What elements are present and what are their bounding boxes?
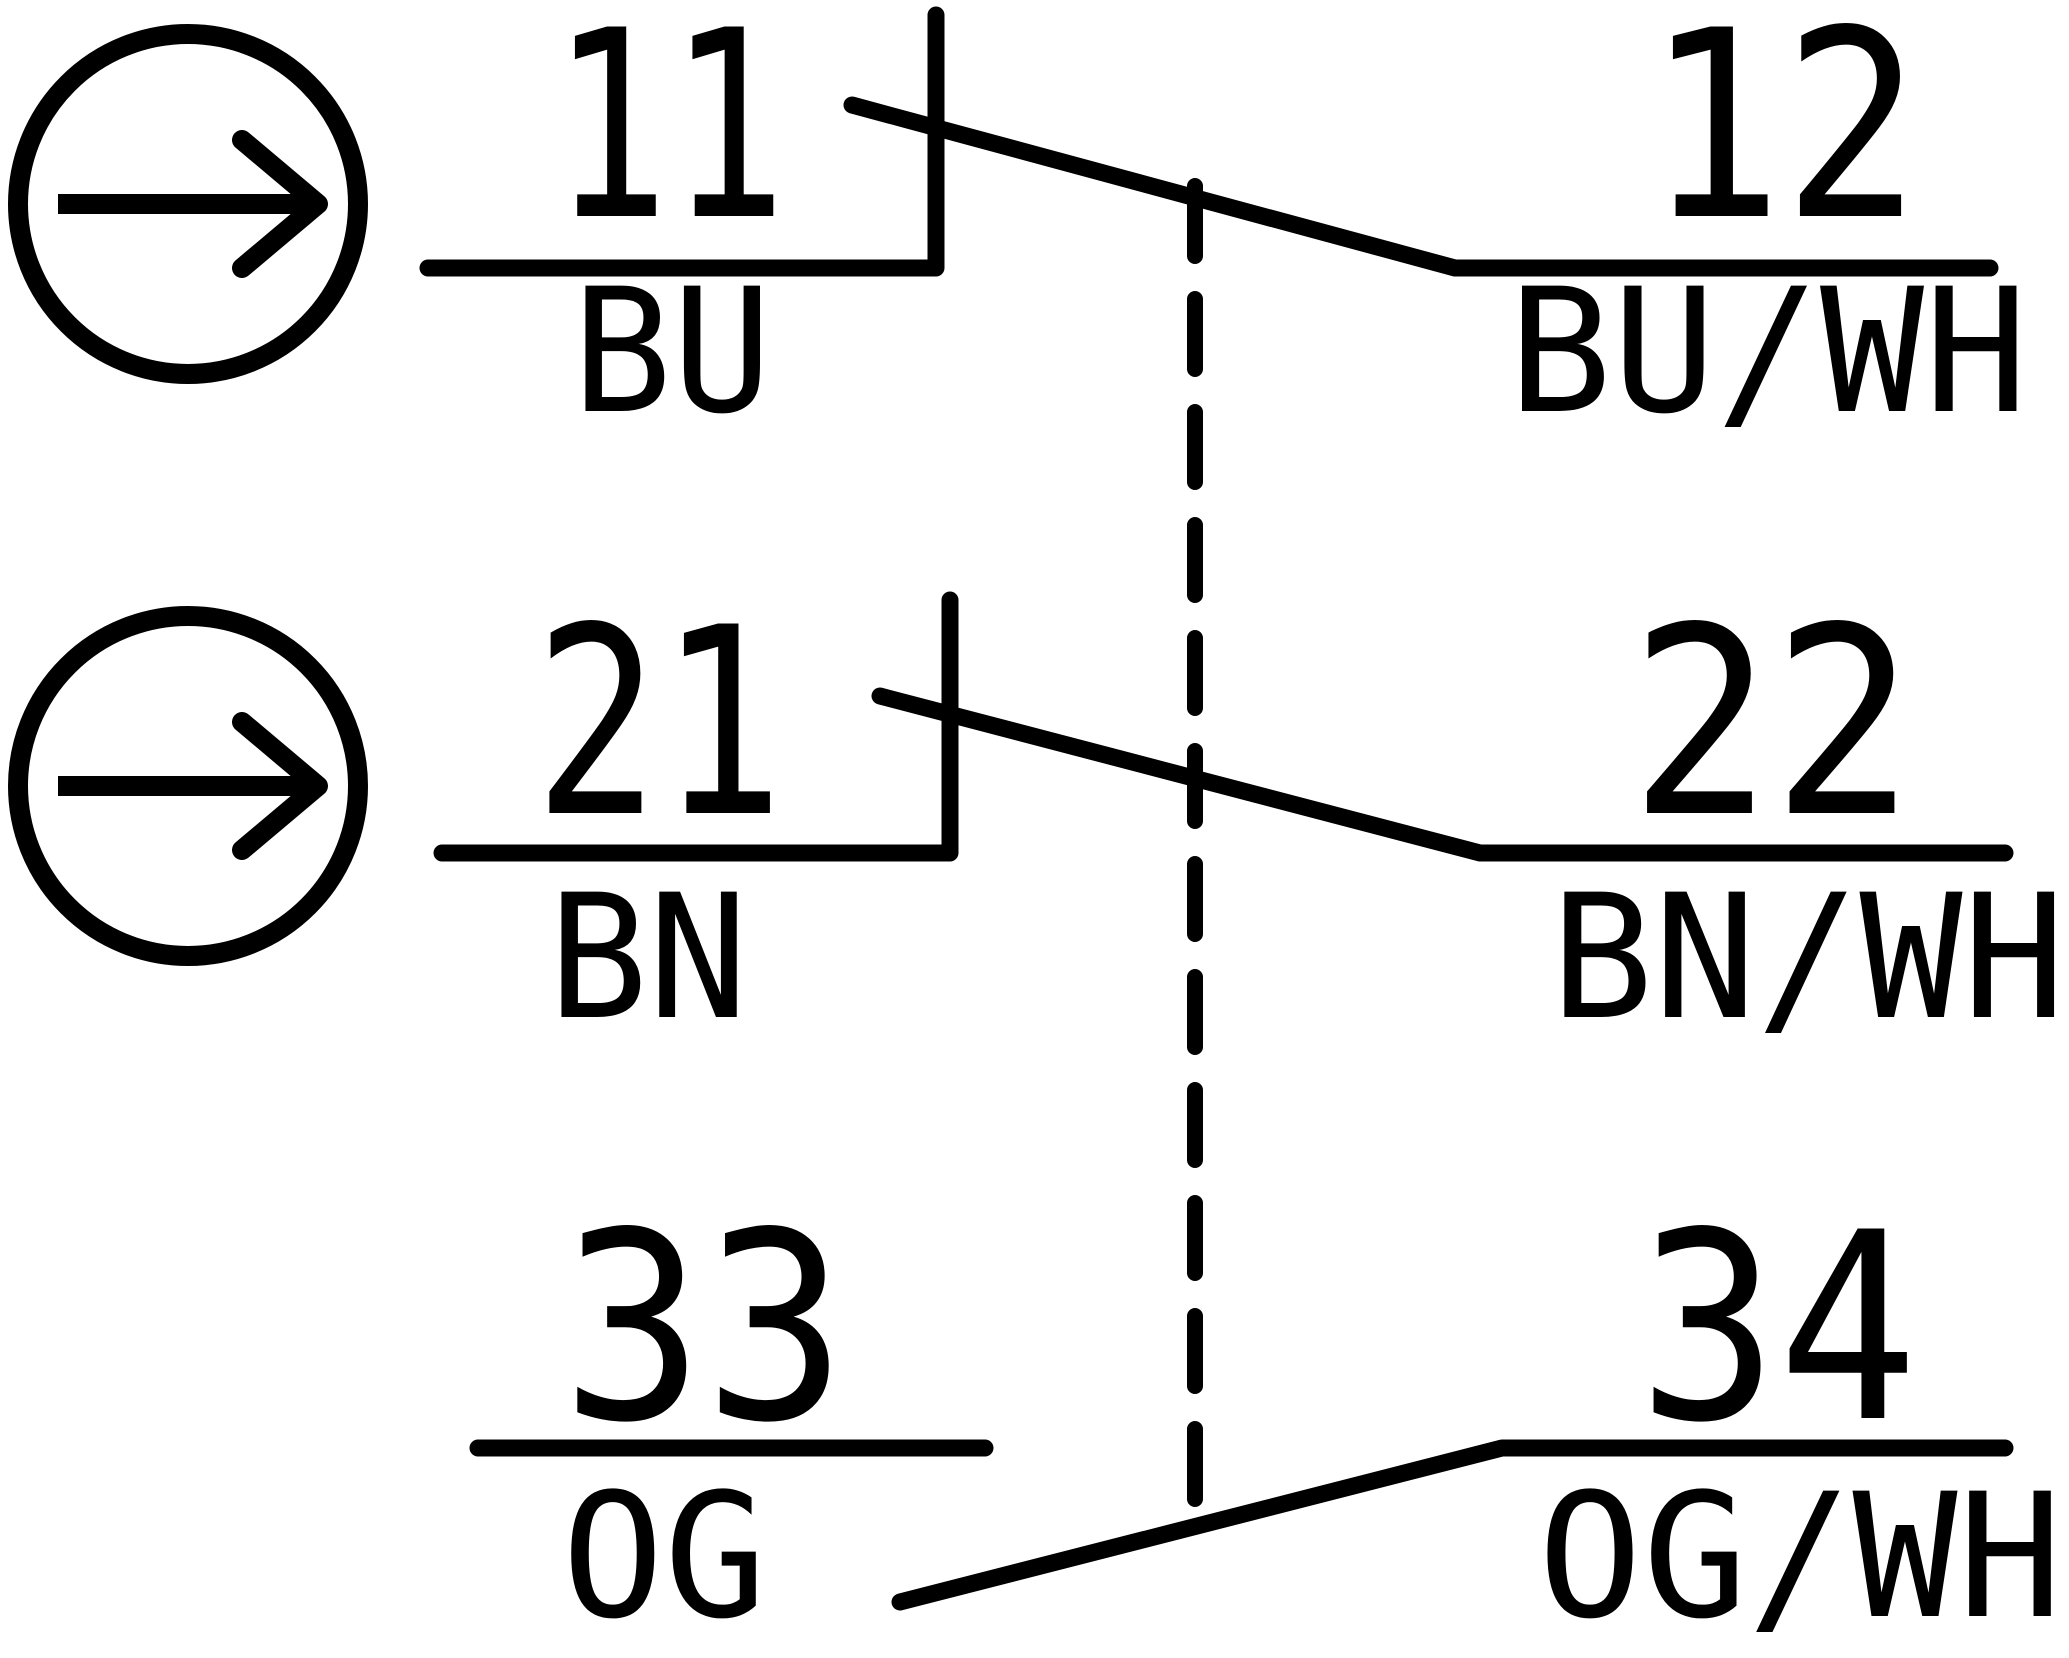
nc-contact-row-1: 11 12 BU BU/WH [419, 0, 2028, 452]
right-wire-color-label: OG/WH [1538, 1456, 2063, 1657]
right-terminal-label: 12 [1646, 0, 1921, 278]
right-wire-color-label: BN/WH [1551, 857, 2066, 1058]
left-wire-color-label: BN [548, 857, 748, 1058]
right-terminal-label: 34 [1638, 1178, 1918, 1480]
actuator-circle [8, 24, 368, 384]
actuator-circle [8, 606, 368, 966]
left-wire-color-label: OG [562, 1456, 767, 1657]
left-terminal-label: 11 [552, 0, 787, 278]
left-terminal-label: 21 [534, 573, 784, 875]
actuator-arrow-head [232, 712, 328, 860]
contact-blade-and-terminal-34-wire [891, 1439, 2014, 1611]
no-contact-row-3: 33 34 OG OG/WH [469, 1178, 2063, 1657]
left-wire-color-label: BU [572, 251, 772, 452]
contact-blade-and-terminal-12-wire [843, 96, 1999, 277]
terminal-11-wire [419, 6, 945, 277]
terminal-21-wire [433, 591, 959, 862]
contact-blade-and-terminal-22-wire [871, 687, 2014, 862]
actuator-arrow-head [232, 130, 328, 278]
left-terminal-label: 33 [562, 1178, 847, 1480]
right-wire-color-label: BU/WH [1508, 251, 2028, 452]
nc-contact-row-2: 21 22 BN BN/WH [433, 573, 2066, 1058]
actuation-arrow-icon [8, 24, 368, 384]
right-terminal-label: 22 [1630, 573, 1915, 875]
actuation-arrow-icon [8, 606, 368, 966]
